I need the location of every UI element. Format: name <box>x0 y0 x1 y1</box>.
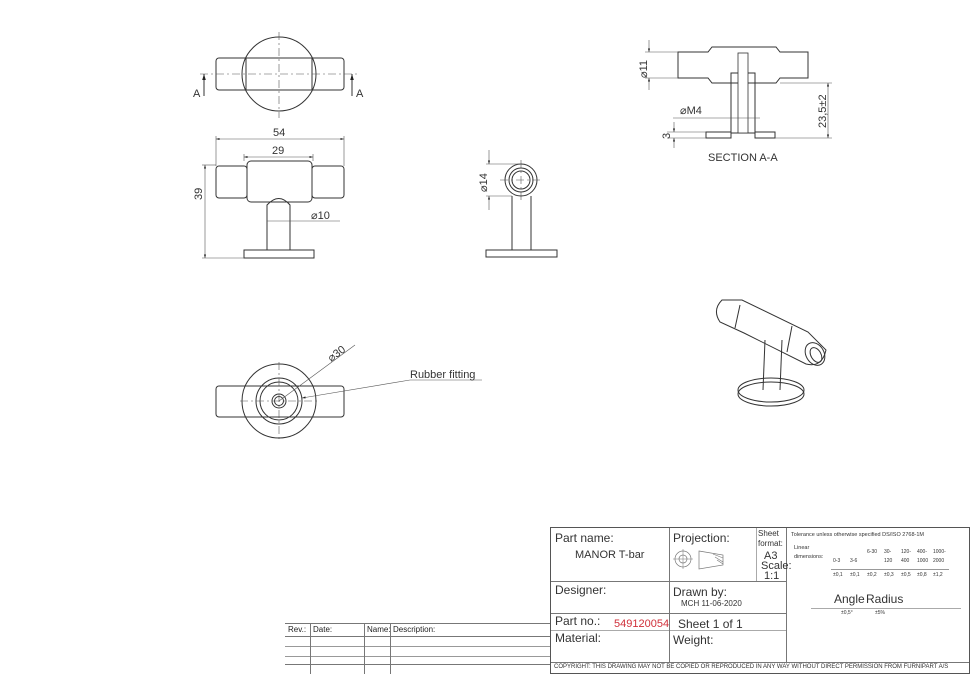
angle-label: Angle <box>834 592 865 606</box>
dim-width-body: 29 <box>272 145 284 157</box>
dim-section-dia: ⌀11 <box>638 60 650 78</box>
tolerance-title: Tolerance unless otherwise specified DS/… <box>791 532 924 538</box>
linear-dimensions-label: Linear dimensions: <box>794 545 824 560</box>
range: 6-30 <box>867 549 878 555</box>
dim-side-dia: ⌀14 <box>478 173 490 192</box>
tolerance: ±0,5 <box>901 572 911 578</box>
date-header: Date: <box>313 625 333 634</box>
dim-stem-dia: ⌀10 <box>311 210 330 222</box>
part-name-label: Part name: <box>555 531 614 545</box>
tolerance: ±0,1 <box>850 572 860 578</box>
sheet-format-label: Sheet format: <box>758 529 783 548</box>
tolerance: ±0,8 <box>917 572 927 578</box>
rev-header: Rev.: <box>288 625 307 634</box>
side-view: ⌀14 <box>478 150 558 258</box>
range: 30-120 <box>884 549 893 564</box>
rubber-fitting-callout: Rubber fitting <box>410 369 475 381</box>
front-view: 54 29 39 ⌀10 <box>193 127 345 259</box>
weight-label: Weight: <box>673 633 714 647</box>
title-block: Part name: MANOR T-bar Projection: Sheet… <box>550 527 970 674</box>
radius-tolerance: ±5% <box>875 610 885 616</box>
dim-height: 39 <box>193 188 205 200</box>
material-label: Material: <box>555 631 602 645</box>
projection-label: Projection: <box>673 531 730 545</box>
range: 3-6 <box>850 558 858 564</box>
name-header: Name: <box>367 625 391 634</box>
dim-thread: ⌀M4 <box>680 105 702 117</box>
description-header: Description: <box>393 625 436 634</box>
designer-label: Designer: <box>555 583 607 597</box>
drawn-by-value: MCH 11-06-2020 <box>681 599 742 608</box>
radius-label: Radius <box>866 592 904 606</box>
section-marker-right: A <box>356 88 364 100</box>
tolerance: ±0,2 <box>867 572 877 578</box>
tolerance: ±1,2 <box>933 572 943 578</box>
revision-table: Rev.: Date: Name: Description: <box>285 623 551 674</box>
tolerance-table: 0-3 3-6 6-30 30-120 120-400 400-1000 100… <box>831 542 949 578</box>
bottom-view: ⌀30 Rubber fitting <box>215 344 482 440</box>
sheet-format-value: A3 <box>764 550 778 562</box>
copyright-notice: COPYRIGHT: THIS DRAWING MAY NOT BE COPIE… <box>554 664 949 670</box>
dim-base-thickness: 3 <box>661 133 673 139</box>
part-name-value: MANOR T-bar <box>575 549 645 561</box>
section-title: SECTION A-A <box>708 152 778 164</box>
tolerance: ±0,1 <box>833 572 843 578</box>
projection-symbol-icon <box>673 549 724 570</box>
dim-section-height: 23,5±2 <box>817 94 829 128</box>
dim-width-total: 54 <box>273 127 285 139</box>
isometric-view <box>716 299 827 407</box>
range: 1000-2000 <box>933 549 946 564</box>
sheet-count: Sheet 1 of 1 <box>678 617 743 631</box>
drawn-by-label: Drawn by: <box>673 585 728 599</box>
scale-value: 1:1 <box>764 570 780 582</box>
scale-label: Scale: <box>761 560 792 572</box>
part-no-label: Part no.: <box>555 614 601 628</box>
section-marker-left: A <box>193 88 201 100</box>
tolerance: ±0,3 <box>884 572 894 578</box>
dim-bottom-dia: ⌀30 <box>326 344 348 365</box>
part-no-value: 549120054 <box>614 618 670 630</box>
range: 120-400 <box>901 549 912 564</box>
range: 0-3 <box>833 558 841 564</box>
angle-tolerance: ±0,5° <box>841 610 853 616</box>
top-view: A A <box>193 32 364 118</box>
section-view: ⌀11 ⌀M4 3 23,5±2 SECTION A-A <box>638 40 832 164</box>
range: 400-1000 <box>917 549 929 564</box>
